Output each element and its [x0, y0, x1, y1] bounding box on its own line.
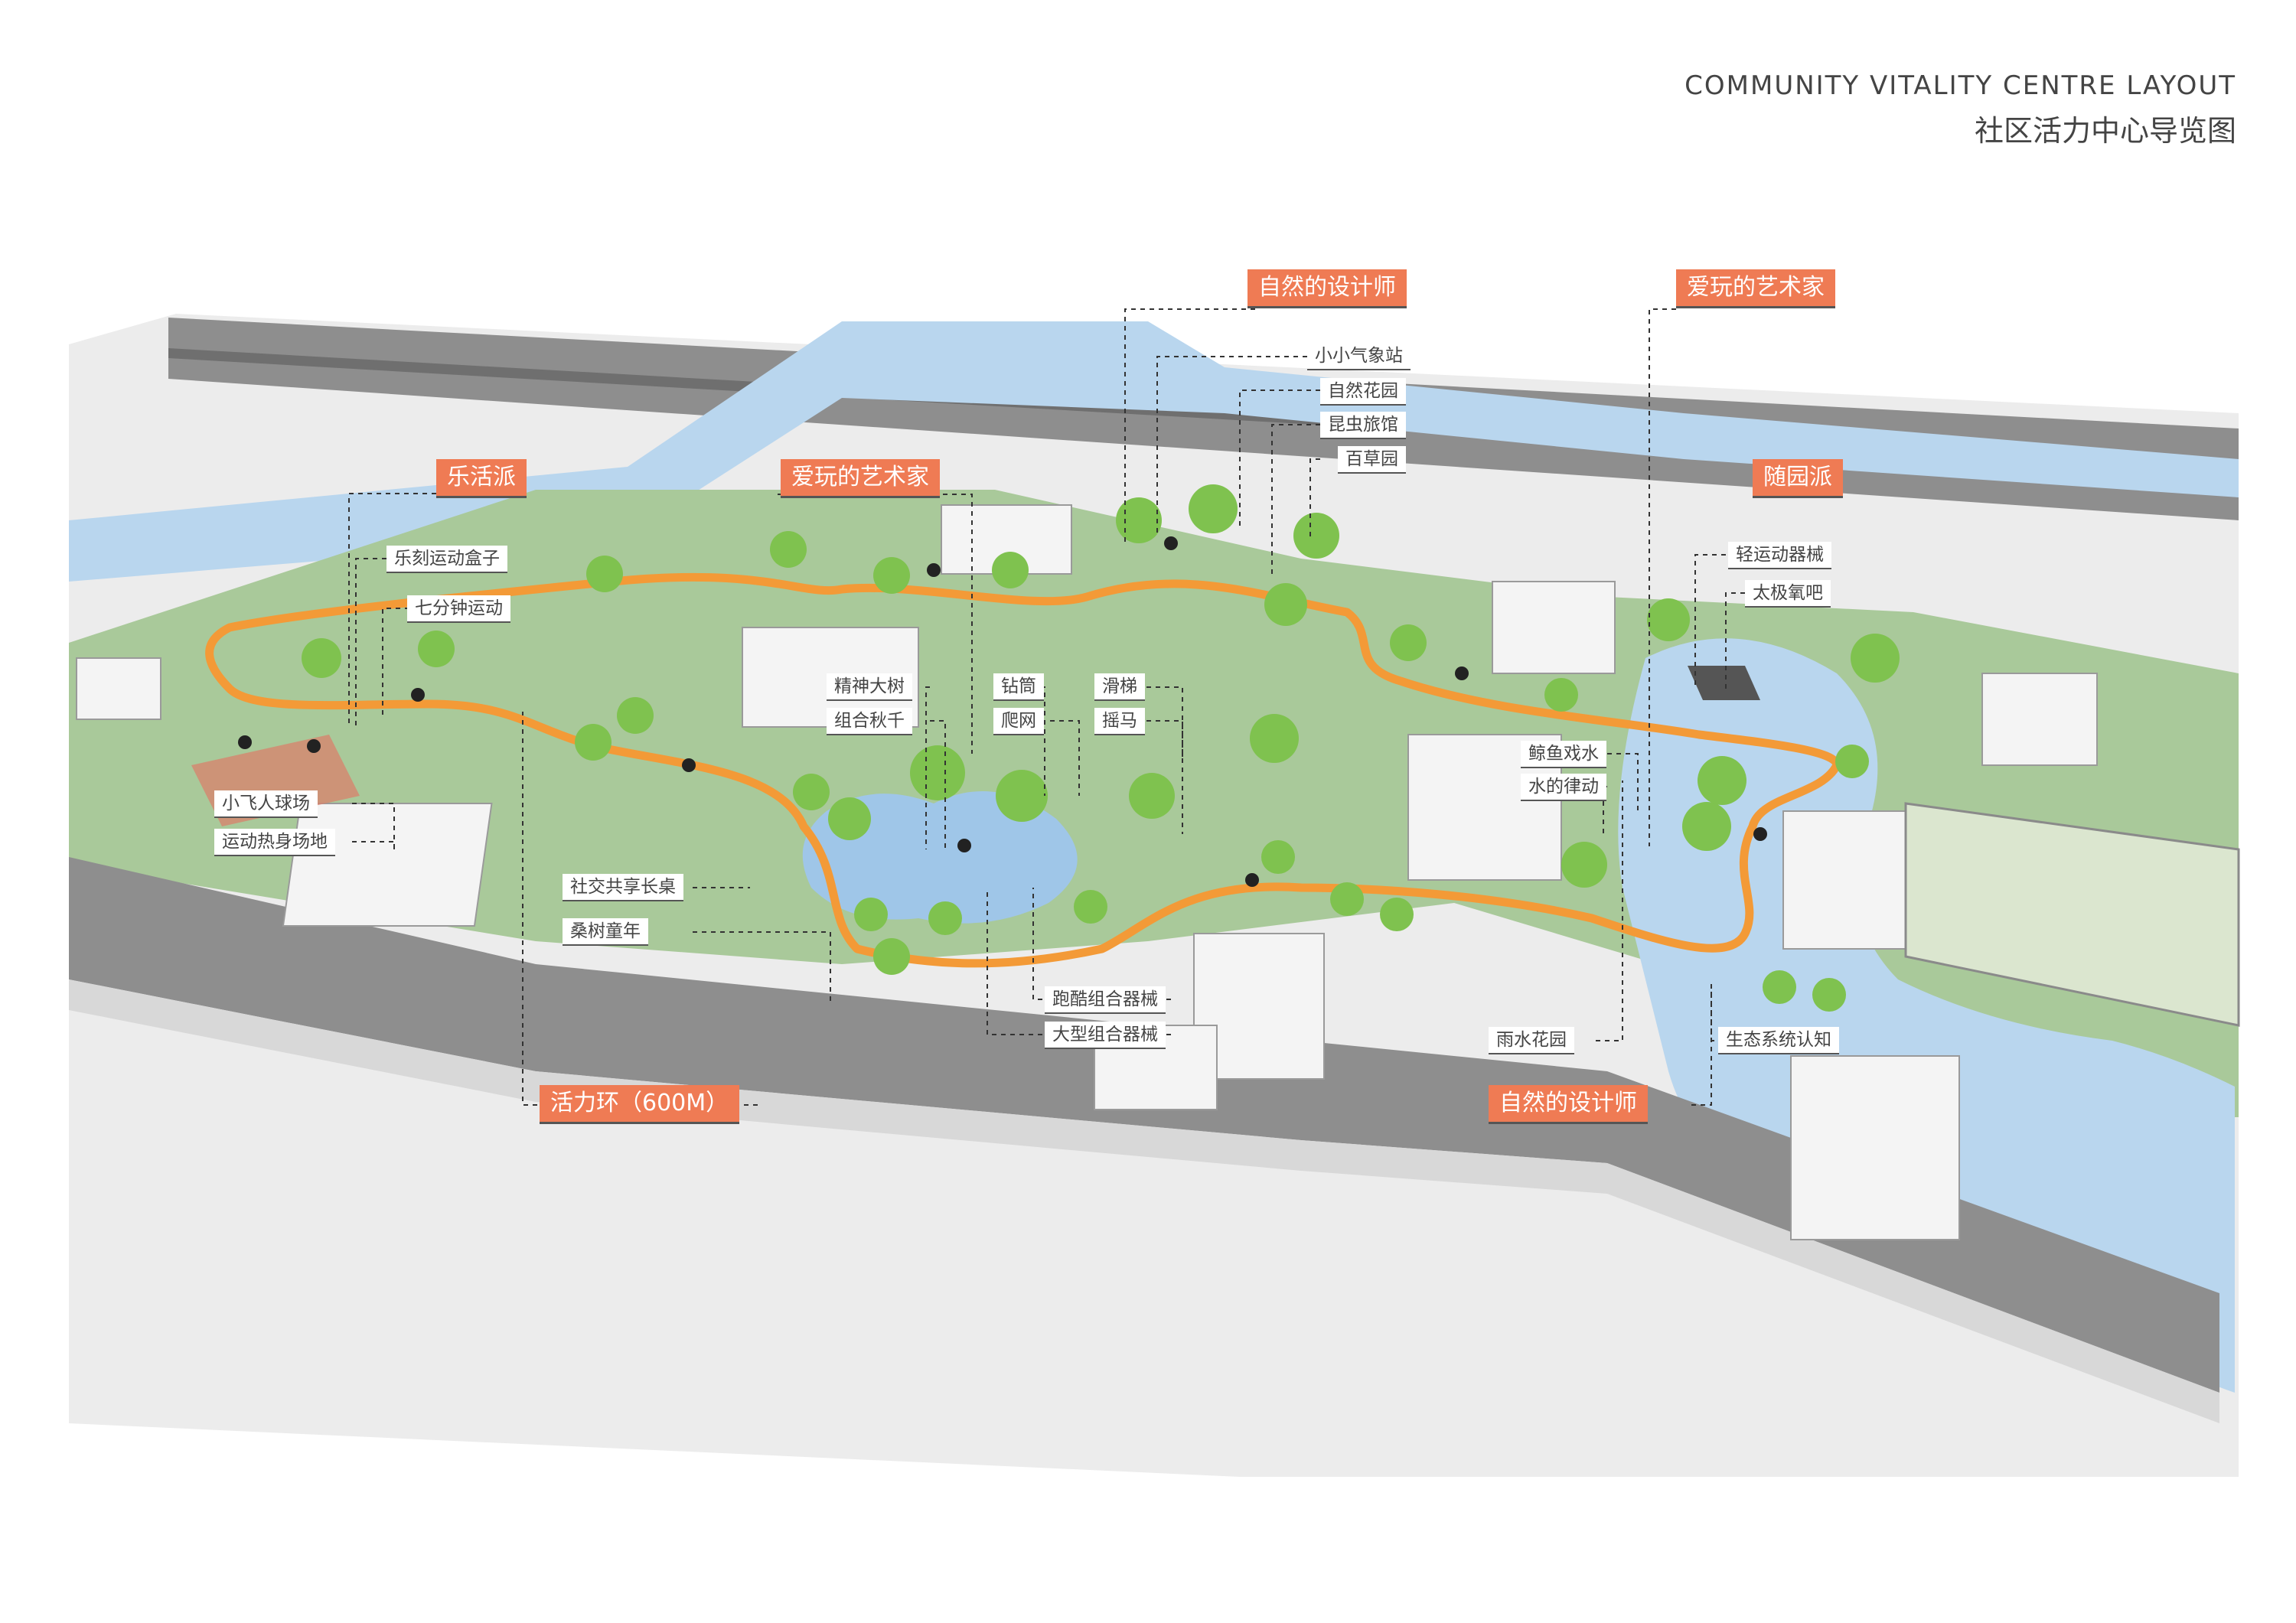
tree-icon [996, 770, 1048, 822]
tree-icon [1189, 484, 1238, 533]
tree-icon [1074, 890, 1107, 924]
trees [302, 484, 1900, 1012]
tree-icon [992, 552, 1029, 588]
buildings [76, 504, 2098, 1240]
zone-tag-activity-loop: 活力环（600M） [540, 1085, 740, 1124]
label-water-rhythm: 水的律动 [1521, 774, 1606, 801]
runner-icon [307, 739, 321, 753]
tree-icon [910, 745, 965, 800]
tree-icon [1330, 882, 1364, 916]
label-spirit-tree: 精神大树 [827, 673, 912, 701]
label-warmup-field: 运动热身场地 [214, 829, 335, 856]
tree-icon [793, 774, 830, 810]
label-taichi: 太极氧吧 [1745, 580, 1831, 608]
tree-icon [1698, 756, 1746, 805]
tree-icon [1561, 842, 1607, 888]
dog-walker-icon [1164, 536, 1178, 550]
runner-icon [411, 688, 425, 702]
tree-icon [1250, 714, 1299, 763]
label-climbing-net: 爬网 [993, 708, 1044, 735]
label-whale-splash: 鲸鱼戏水 [1521, 741, 1606, 768]
label-slide: 滑梯 [1094, 673, 1145, 701]
tree-icon [1380, 898, 1414, 931]
zone-tag-nature-designer-top: 自然的设计师 [1247, 269, 1407, 308]
title-cn: 社区活力中心导览图 [1974, 114, 2236, 148]
tree-icon [575, 724, 612, 761]
title-en: COMMUNITY VITALITY CENTRE LAYOUT [1684, 70, 2236, 101]
runner-icon [682, 758, 696, 772]
tree-icon [1293, 513, 1339, 559]
label-combo-swing: 组合秋千 [827, 708, 912, 735]
tree-icon [1835, 745, 1869, 778]
label-nature-garden: 自然花园 [1320, 378, 1406, 406]
tree-icon [586, 556, 623, 592]
tree-icon [1682, 802, 1731, 851]
tree-icon [617, 697, 654, 734]
runner-icon [927, 563, 941, 577]
tree-icon [1264, 583, 1307, 626]
tree-icon [854, 898, 888, 931]
family-icon [957, 839, 971, 852]
label-herb-garden: 百草园 [1338, 446, 1406, 474]
pavilion-icon [1688, 666, 1760, 700]
label-light-fitness: 轻运动器械 [1728, 542, 1831, 569]
zone-tag-playful-artist-right: 爱玩的艺术家 [1676, 269, 1835, 308]
waterway-east [1618, 638, 2235, 1393]
runner-icon [1455, 666, 1469, 680]
tree-icon [1851, 634, 1900, 683]
tree-icon [1129, 773, 1175, 819]
tree-icon [1812, 978, 1846, 1012]
label-basketball-court: 小飞人球场 [214, 790, 318, 818]
label-insect-hotel: 昆虫旅馆 [1320, 412, 1406, 439]
activity-loop-600m [205, 572, 1841, 968]
label-weather-station: 小小气象站 [1307, 343, 1411, 370]
label-tunnel: 钻筒 [993, 673, 1044, 701]
tree-icon [873, 557, 910, 594]
label-mulberry-childhood: 桑树童年 [563, 918, 648, 946]
label-rocking-horse: 摇马 [1094, 708, 1145, 735]
runner-icon [1753, 827, 1767, 841]
label-rain-garden: 雨水花园 [1489, 1027, 1574, 1054]
tree-icon [1261, 840, 1295, 874]
tree-icon [1116, 497, 1162, 543]
zone-tag-lehuo: 乐活派 [436, 459, 527, 498]
highway [168, 318, 2239, 520]
label-ecosystem: 生态系统认知 [1718, 1027, 1839, 1054]
tree-icon [770, 531, 807, 568]
label-social-table: 社交共享长桌 [563, 874, 683, 901]
road-south [69, 857, 2219, 1393]
zone-tag-playful-artist-left: 爱玩的艺术家 [781, 459, 940, 498]
tree-icon [1763, 970, 1796, 1004]
tree-icon [1544, 678, 1578, 712]
tree-icon [1390, 624, 1427, 661]
label-large-equipment: 大型组合器械 [1045, 1022, 1166, 1049]
zone-tag-suiyuan: 随园派 [1753, 459, 1843, 498]
zone-tag-nature-designer-bottom: 自然的设计师 [1489, 1085, 1648, 1124]
tree-icon [828, 797, 871, 840]
runner-icon [238, 735, 252, 749]
label-parkour-equipment: 跑酷组合器械 [1045, 986, 1166, 1014]
tree-icon [302, 638, 341, 678]
label-sports-box: 乐刻运动盒子 [386, 546, 507, 573]
pond-central [802, 791, 1078, 924]
runner-icon [1245, 873, 1259, 887]
tree-icon [873, 938, 910, 975]
tree-icon [1647, 598, 1690, 641]
label-seven-minute-exercise: 七分钟运动 [407, 595, 510, 623]
people [238, 536, 1767, 887]
tree-icon [418, 631, 455, 667]
sports-field [1904, 802, 2240, 1027]
tree-icon [928, 901, 962, 935]
